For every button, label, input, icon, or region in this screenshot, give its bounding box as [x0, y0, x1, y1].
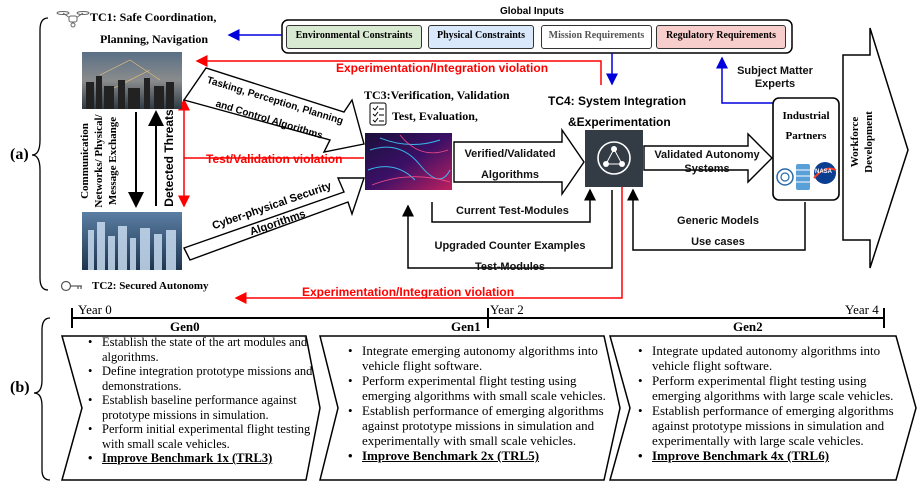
benchmark-item: Improve Benchmark 1x (TRL3) — [82, 451, 320, 466]
tc1-title: TC1: Safe Coordination, — [90, 10, 217, 24]
exp-violation-top: Experimentation/Integration violation — [336, 61, 549, 75]
tc3-image — [365, 133, 452, 190]
physical-constraints-box: Physical Constraints — [428, 25, 534, 49]
detected-threats-label: Detected Threats — [162, 109, 176, 207]
industrial-partners-label: Industrial Partners — [782, 110, 830, 142]
list-item: Perform experimental flight testing usin… — [632, 373, 914, 403]
gen2-list: Integrate updated autonomy algorithms in… — [632, 343, 914, 463]
drone-icon — [56, 11, 90, 28]
list-item: Establish performance of emerging algori… — [632, 403, 914, 448]
tc4-subtitle: &Experimentation — [568, 115, 671, 129]
exp-violation-bottom: Experimentation/Integration violation — [302, 285, 515, 299]
list-item: Perform experimental flight testing usin… — [342, 373, 614, 403]
year-0: Year 0 — [78, 302, 112, 317]
list-item: Establish the state of the art modules a… — [82, 335, 320, 364]
benchmark-item: Improve Benchmark 2x (TRL5) — [342, 448, 614, 463]
gen1-list: Integrate emerging autonomy algorithms i… — [342, 343, 614, 463]
global-inputs-title: Global Inputs — [500, 6, 564, 17]
list-item: Establish performance of emerging algori… — [342, 403, 614, 448]
brace-b — [33, 317, 51, 481]
test-violation-label: Test/Validation violation — [206, 152, 343, 166]
list-item: Perform initial experimental flight test… — [82, 422, 320, 451]
tc3-title: TC3:Verification, Validation — [364, 88, 510, 102]
gen0-list: Establish the state of the art modules a… — [82, 335, 320, 466]
key-icon — [60, 280, 82, 292]
validated-arrow — [643, 132, 773, 184]
tc3-subtitle: Test, Evaluation, — [392, 109, 478, 123]
comm-networks-label: Communication Networks/ Physical/ Messag… — [79, 114, 119, 208]
brace-a — [31, 17, 49, 291]
workforce-arrow — [842, 27, 909, 269]
gen2-title: Gen2 — [733, 319, 763, 334]
list-item: Establish baseline performance against p… — [82, 393, 320, 422]
tc2-title: TC2: Secured Autonomy — [92, 280, 209, 292]
part-a-label: (a) — [10, 146, 29, 163]
year-2: Year 2 — [490, 302, 524, 317]
part-b-label: (b) — [10, 379, 30, 396]
mission-requirements-box: Mission Requirements — [541, 25, 652, 49]
nasa-logo: NASA — [815, 169, 833, 175]
list-item: Integrate updated autonomy algorithms in… — [632, 343, 914, 373]
regulatory-requirements-box: Regulatory Requirements — [656, 25, 786, 49]
tc1-subtitle: Planning, Navigation — [100, 32, 209, 46]
upgraded-counter-label: Upgraded Counter Examples Test-Modules — [434, 240, 586, 273]
list-item: Integrate emerging autonomy algorithms i… — [342, 343, 614, 373]
sme-label: Subject Matter Experts — [737, 65, 813, 90]
gen1-title: Gen1 — [451, 319, 481, 334]
tc4-icon-box — [585, 130, 643, 187]
env-constraints-box: Environmental Constraints — [286, 25, 422, 49]
validated-systems-label: Validated Autonomy Systems — [654, 149, 760, 175]
tasking-arrow — [182, 67, 365, 153]
year-4: Year 4 — [845, 302, 879, 317]
checklist-icon — [369, 102, 387, 126]
current-test-modules-label: Current Test-Modules — [456, 205, 569, 217]
verified-algorithms-label: Verified/Validated Algorithms — [464, 148, 556, 181]
verified-arrow — [453, 127, 585, 197]
generic-models-label: Generic Models Use cases — [677, 215, 759, 248]
tc4-title: TC4: System Integration — [548, 94, 687, 108]
gen0-title: Gen0 — [170, 319, 200, 334]
workforce-label: Workforce Development — [849, 111, 875, 173]
benchmark-item: Improve Benchmark 4x (TRL6) — [632, 448, 914, 463]
list-item: Define integration prototype missions an… — [82, 364, 320, 393]
cyber-arrow — [183, 177, 365, 261]
